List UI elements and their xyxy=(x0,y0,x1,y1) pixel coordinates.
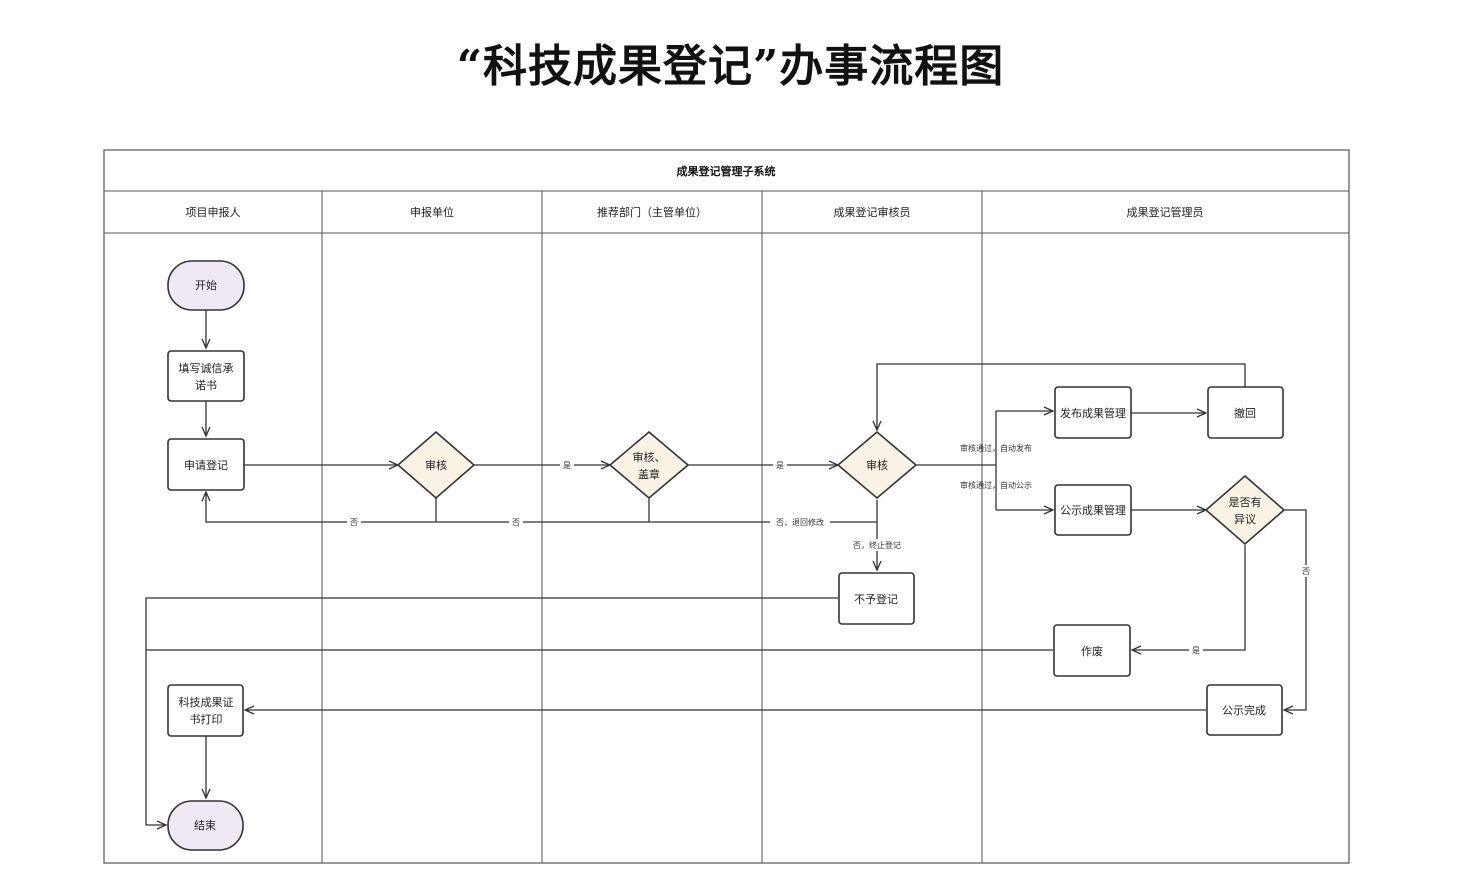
edge-return-to-apply xyxy=(206,492,878,523)
node-start: 开始 xyxy=(167,260,245,311)
edge-label-yes-2: 是 xyxy=(776,461,784,470)
node-reject-label: 不予登记 xyxy=(854,592,898,606)
edge-objection-no xyxy=(1284,509,1307,710)
node-public-mgmt: 公示成果管理 xyxy=(1054,484,1132,536)
node-review-stamp: 审核、 盖章 xyxy=(608,430,690,500)
edge-reject-to-end xyxy=(145,597,838,825)
node-public-done: 公示完成 xyxy=(1206,684,1283,736)
node-reject: 不予登记 xyxy=(838,572,915,625)
edge-revoke-to-auditor xyxy=(877,363,1246,430)
node-end: 结束 xyxy=(167,800,244,851)
node-cert-print-line2: 书打印 xyxy=(190,712,223,726)
node-review-unit-label: 审核 xyxy=(425,458,447,472)
diagram-frame xyxy=(103,149,1350,864)
lane-header-declaring-unit: 申报单位 xyxy=(410,205,454,219)
node-objection-line2: 异议 xyxy=(1234,513,1256,526)
node-void-label: 作废 xyxy=(1081,644,1103,658)
node-review-unit: 审核 xyxy=(396,430,476,500)
edge-label-no-2: 否 xyxy=(512,518,520,527)
node-review-stamp-line2: 盖章 xyxy=(638,467,660,481)
node-apply-label: 申请登记 xyxy=(184,458,228,472)
node-public-done-label: 公示完成 xyxy=(1222,703,1266,717)
lane-header-auditor: 成果登记审核员 xyxy=(834,205,911,219)
node-fill-commitment-line1: 填写诚信承 xyxy=(179,361,234,375)
node-end-label: 结束 xyxy=(194,819,216,832)
node-fill-commitment-line2: 诺书 xyxy=(195,379,217,392)
edge-label-no-1: 否 xyxy=(350,518,358,527)
node-revoke: 撤回 xyxy=(1207,386,1284,439)
node-public-mgmt-label: 公示成果管理 xyxy=(1060,503,1126,517)
node-publish-mgmt: 发布成果管理 xyxy=(1054,386,1132,439)
node-void: 作废 xyxy=(1053,624,1131,677)
node-review-stamp-line1: 审核、 xyxy=(633,450,666,464)
edge-objection-yes xyxy=(1132,545,1246,650)
node-fill-commitment: 填写诚信承 诺书 xyxy=(167,350,245,402)
edges xyxy=(145,310,1307,825)
edge-label-no-terminate: 否，终止登记 xyxy=(853,540,901,550)
edge-label-yes-1: 是 xyxy=(563,461,571,470)
edge-labels: 是 是 否 否 否，退回修改 否，终止登记 审核通过，自动发布 审核通过，自动公… xyxy=(347,443,1313,656)
edge-label-objection-yes: 是 xyxy=(1192,646,1200,655)
system-header: 成果登记管理子系统 xyxy=(677,164,776,178)
node-apply: 申请登记 xyxy=(167,438,245,491)
edge-label-pass-publish: 审核通过，自动发布 xyxy=(960,443,1032,453)
node-review-auditor: 审核 xyxy=(836,430,918,500)
node-objection-line1: 是否有 xyxy=(1229,495,1262,509)
node-publish-mgmt-label: 发布成果管理 xyxy=(1060,406,1126,420)
node-cert-print-line1: 科技成果证 xyxy=(179,695,234,709)
edge-label-objection-no: 否 xyxy=(1302,567,1310,576)
node-start-label: 开始 xyxy=(195,278,217,292)
edge-label-no-return: 否，退回修改 xyxy=(776,517,824,527)
lane-header-applicant: 项目申报人 xyxy=(186,205,241,219)
lane-header-recommending-dept: 推荐部门（主管单位） xyxy=(597,205,707,219)
page-title: “科技成果登记”办事流程图 xyxy=(456,41,1005,92)
node-review-auditor-label: 审核 xyxy=(866,458,888,472)
node-revoke-label: 撤回 xyxy=(1234,406,1256,420)
lane-header-administrator: 成果登记管理员 xyxy=(1127,205,1204,219)
node-objection: 是否有 异议 xyxy=(1204,474,1286,546)
node-cert-print: 科技成果证 书打印 xyxy=(167,684,244,737)
edge-label-pass-public: 审核通过，自动公示 xyxy=(960,480,1032,490)
